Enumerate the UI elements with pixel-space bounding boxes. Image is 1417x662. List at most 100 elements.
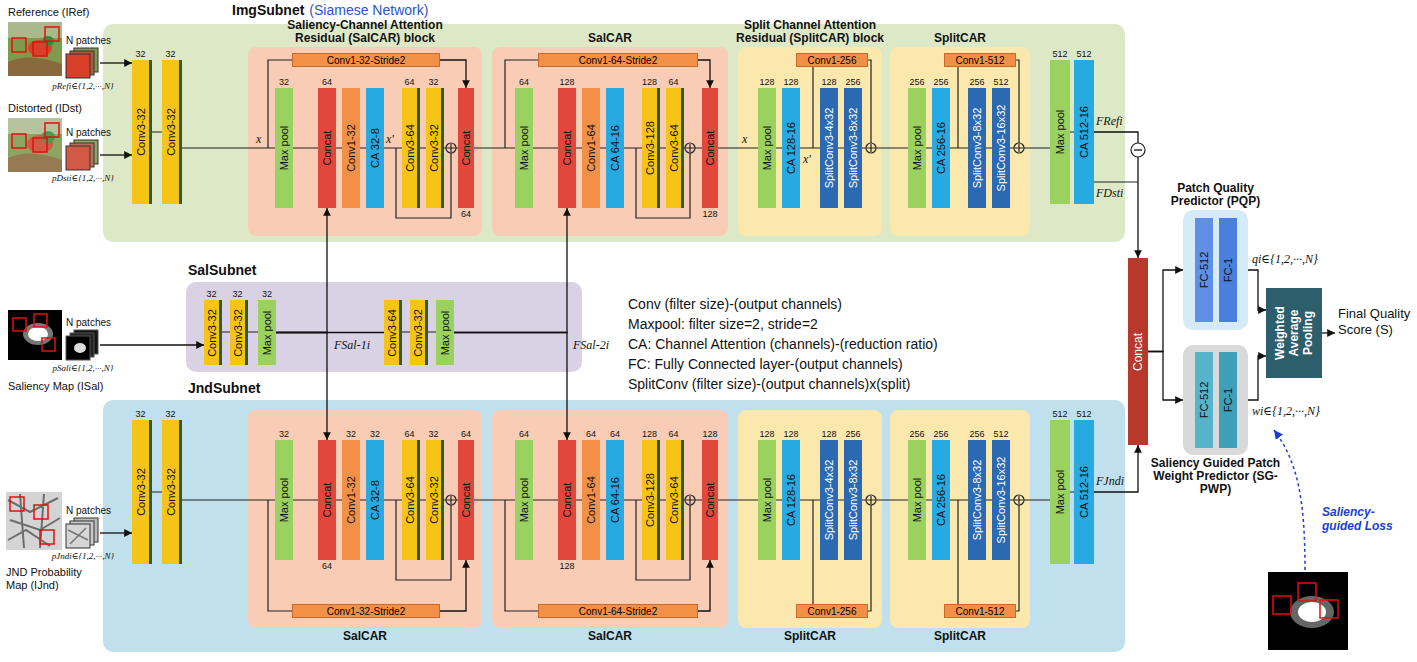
wire <box>152 492 1074 611</box>
layer-bar: 32Conv3-32 <box>426 440 444 560</box>
channel-count: 64 <box>519 429 529 439</box>
layer-name: SplitConv3-8x32 <box>971 91 984 205</box>
layer-bar: Max pool <box>436 300 454 365</box>
annotation: x' <box>803 152 811 167</box>
layer-bar: 128Concat <box>702 440 718 560</box>
block-heading: SplitCAR <box>890 630 1030 643</box>
channel-count: 64 <box>668 77 678 87</box>
annotation: wi∈{1,2,···,N} <box>1252 404 1320 419</box>
layer-name: Max pool <box>911 443 924 557</box>
annotation: Saliency-guided Loss <box>1322 505 1406 533</box>
annotation: x <box>256 132 261 147</box>
layer-bar: 512CA 512-16 <box>1074 420 1094 564</box>
photo-sky <box>8 22 62 38</box>
layer-bar: 256CA 256-16 <box>932 440 950 560</box>
jnd-image <box>6 492 62 550</box>
layer-bar: 256Max pool <box>908 88 926 208</box>
channel-count: 256 <box>969 429 984 439</box>
layer-bar: 32CA 32-8 <box>366 440 384 560</box>
channel-count: 64 <box>322 77 332 87</box>
connector <box>440 560 466 611</box>
layer-name: Concat <box>321 443 334 557</box>
conv-box: Conv1-32-Stride2 <box>292 53 440 67</box>
channel-count: 128 <box>702 209 717 219</box>
layer-name: Conv3-32 <box>231 303 244 362</box>
layer-bar: 32Conv3-32 <box>132 60 152 204</box>
connector <box>1248 356 1266 400</box>
layer-name: Concat <box>704 91 717 205</box>
layer-bar: FC-512 <box>1195 352 1213 448</box>
channel-count: 128 <box>821 77 836 87</box>
layer-name: Conv3-128 <box>643 443 656 557</box>
channel-count: 128 <box>642 429 657 439</box>
channel-count: 32 <box>262 289 272 299</box>
patch-stack-ref <box>66 48 98 78</box>
layer-bar: 128Conv3-128 <box>642 440 660 560</box>
patch-frame <box>1273 583 1338 618</box>
channel-count: 256 <box>933 429 948 439</box>
layer-name: Concat <box>460 91 473 205</box>
layer-bar: Conv1-64 <box>582 88 600 208</box>
layer-bar: 32Conv3-32 <box>426 88 444 208</box>
layer-name: Conv3-32 <box>164 63 177 201</box>
block-heading: Saliency-Channel Attention Residual (Sal… <box>270 19 460 45</box>
connector <box>100 532 132 533</box>
saliency-blob <box>1298 602 1326 622</box>
channel-count: 512 <box>1076 49 1091 59</box>
layer-name: Max pool <box>261 303 274 362</box>
notation-note: Conv (filter size)-(output channels) <box>628 296 842 312</box>
layer-name: SplitConv3-4x32 <box>823 443 836 557</box>
channel-count: 128 <box>559 561 574 571</box>
conv-box: Conv1-512 <box>944 604 1016 618</box>
attention-block: SplitCARConv1-512256Max pool256CA 256-16… <box>890 47 1030 236</box>
sum-cross <box>447 144 1023 504</box>
layer-bar: 64Max pool <box>515 88 533 208</box>
panel-heading: JndSubnet <box>188 380 260 396</box>
photo-ground <box>8 57 62 76</box>
layer-name: Conv3-64 <box>667 91 680 205</box>
image-label: Saliency Map (ISal) <box>8 380 103 393</box>
block-heading: SplitCAR <box>738 630 882 643</box>
layer-name: Conv3-64 <box>385 303 398 362</box>
channel-count: 256 <box>969 77 984 87</box>
layer-name: CA 256-16 <box>935 443 948 557</box>
layer-bar: 512SplitConv3-16x32 <box>992 88 1010 208</box>
layer-name: Conv1-512 <box>956 55 1005 66</box>
attention-block: SalCARConv1-64-Stride264Max poolConcat12… <box>492 410 728 628</box>
layer-name: SplitConv3-8x32 <box>847 91 860 205</box>
saliency-image <box>1268 572 1348 650</box>
layer-name: Concat <box>561 443 574 557</box>
heading-row: ImgSubnet(Siamese Network) <box>232 2 428 18</box>
layer-bar: FC-1 <box>1219 218 1237 322</box>
layer-name: SplitConv3-16x32 <box>995 443 1008 557</box>
layer-name: Conv1-64-Stride2 <box>579 55 657 66</box>
layer-bar: 32Conv3-32 <box>204 300 222 365</box>
notation-note: CA: Channel Attention (channels)-(reduct… <box>628 336 938 352</box>
patch-frame <box>12 123 59 152</box>
block-heading: SalCAR <box>248 630 482 643</box>
patch-count: N patches <box>66 35 111 46</box>
layer-name: Max pool <box>1054 63 1067 201</box>
layer-bar: Conv3-64 <box>384 300 402 365</box>
conv-box: Conv1-32-Stride2 <box>292 604 440 618</box>
image-label: JND Probability Map (IJnd) <box>6 566 102 592</box>
layer-bar: 256SplitConv3-8x32 <box>968 88 986 208</box>
block-heading: SalCAR <box>492 630 728 643</box>
layer-name: Conv1-64 <box>585 91 598 205</box>
layer-bar: 32Conv3-32 <box>162 420 182 564</box>
layer-name: Conv1-256 <box>808 606 857 617</box>
layer-name: SplitConv3-4x32 <box>823 91 836 205</box>
layer-name: SplitConv3-8x32 <box>971 443 984 557</box>
channel-count: 64 <box>668 429 678 439</box>
layer-name: Conv3-64 <box>403 443 416 557</box>
annotation: FSal-1i <box>334 338 370 353</box>
annotation: FRefi <box>1096 114 1123 129</box>
layer-bar: Conv1-32 <box>342 88 360 208</box>
channel-count: 64 <box>461 209 471 219</box>
subnet-panel: JndSubnet32Conv3-3232Conv3-32SalCARConv1… <box>103 400 1125 652</box>
layer-name: FC-512 <box>1198 355 1211 445</box>
layer-name: CA 64-16 <box>609 443 622 557</box>
layer-name: Conv1-32 <box>345 91 358 205</box>
channel-count: 64 <box>404 77 414 87</box>
connector <box>276 332 384 333</box>
